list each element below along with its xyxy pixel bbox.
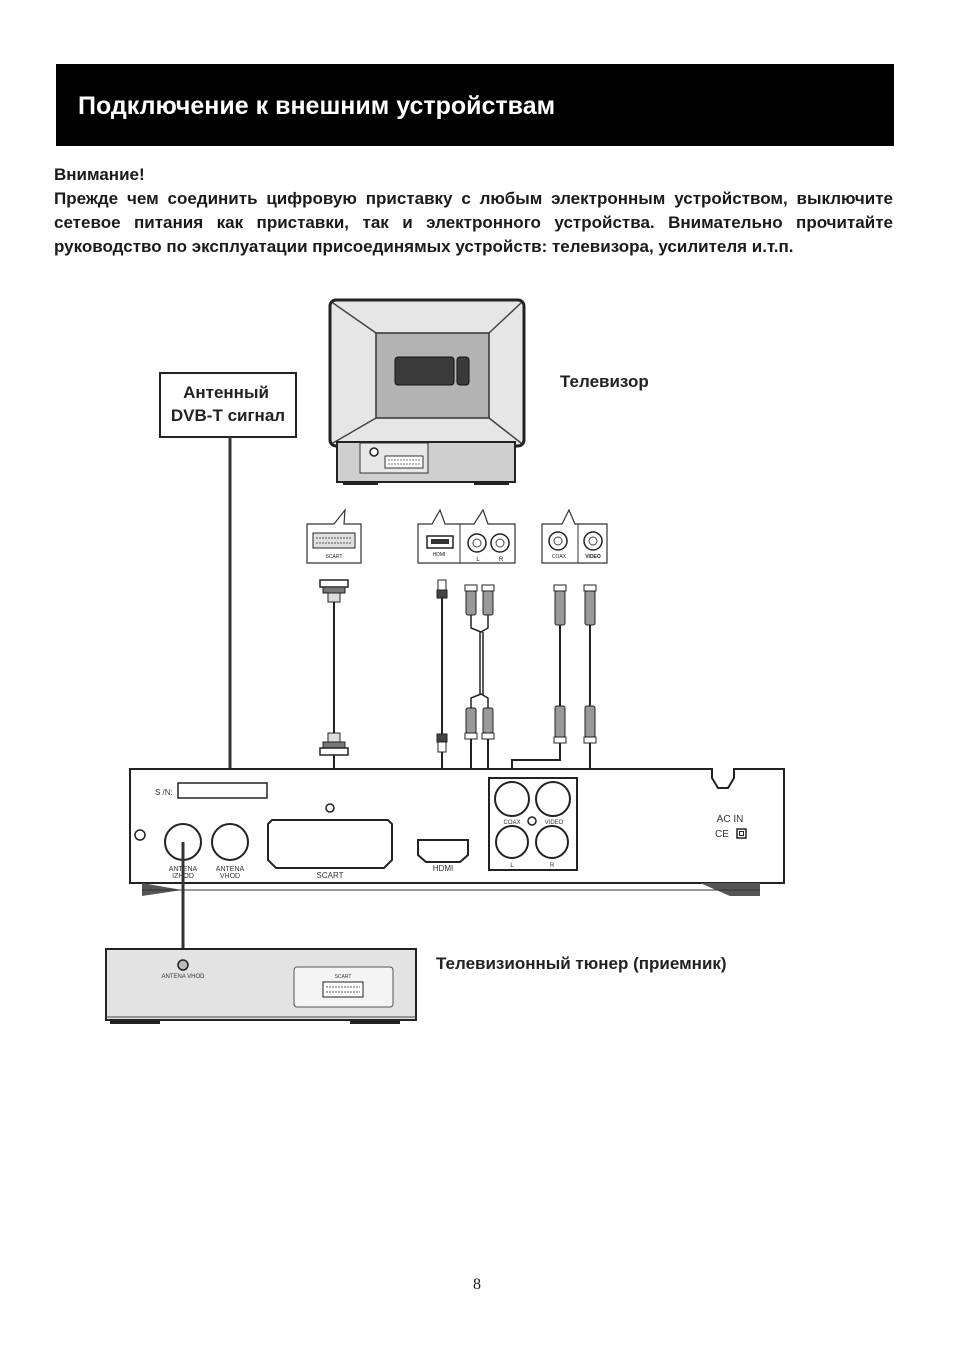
right-callout-label: R (499, 557, 504, 563)
video-port-label: VIDEO (545, 820, 564, 826)
hdmi-callout-label: HDMI (433, 552, 446, 558)
antena-vhod-label-1: ANTENA (216, 866, 245, 873)
scart-callout: SCART (306, 508, 362, 564)
antena-vhod-port (211, 823, 249, 861)
left-port-label: L (510, 863, 514, 869)
video-callout-label: VIDEO (585, 554, 601, 560)
video-port (535, 781, 571, 817)
coax-port (494, 781, 530, 817)
connection-diagram: Телевизор Антенный DVB-T сигнал SCART HD… (105, 298, 785, 1024)
scart-port-label: SCART (317, 871, 344, 880)
left-callout-label: L (476, 557, 480, 563)
hdmi-port-label: HDMI (433, 864, 453, 873)
coax-video-cable (511, 584, 597, 801)
antenna-line2: DVB-T сигнал (171, 406, 285, 425)
hdmi-audio-callout: HDMI L R (417, 508, 516, 564)
serial-label: S /N: (155, 788, 173, 797)
television (328, 298, 526, 485)
hdmi-port (417, 839, 469, 863)
coax-video-callout: COAX VIDEO (541, 508, 608, 564)
tv-label: Телевизор (560, 372, 649, 391)
tuner-label: Телевизионный тюнер (приемник) (436, 954, 727, 973)
tuner-antena-vhod-label: ANTENA VHOD (161, 974, 205, 980)
scart-port (267, 819, 393, 869)
ac-in-label: AC IN (717, 814, 744, 825)
receiver-rear-panel: S /N: ANTENA IZHOD ANTENA VHOD SCART HDM… (129, 768, 785, 896)
page-number: 8 (473, 1276, 481, 1293)
antenna-line1: Антенный (183, 383, 269, 402)
tuner-scart-label: SCART (335, 974, 352, 980)
coax-port-label: COAX (503, 820, 520, 826)
left-audio-port (495, 825, 529, 859)
right-audio-port (535, 825, 569, 859)
warning-text: Прежде чем соединить цифровую приставку … (54, 189, 893, 256)
warning-block: Внимание! Прежде чем соединить цифровую … (54, 163, 893, 259)
antenna-signal-box: Антенный DVB-T сигнал (159, 372, 297, 438)
ce-mark: CE (715, 829, 729, 840)
warning-heading: Внимание! (54, 165, 145, 184)
scart-callout-label: SCART (326, 554, 343, 560)
page-title: Подключение к внешним устройствам (78, 92, 556, 120)
antena-vhod-label-2: VHOD (220, 873, 240, 880)
coax-callout-label: COAX (552, 554, 567, 560)
right-port-label: R (550, 863, 555, 869)
tv-tuner: ANTENA VHOD SCART (105, 948, 417, 1024)
title-bar: Подключение к внешним устройствам (56, 64, 894, 146)
